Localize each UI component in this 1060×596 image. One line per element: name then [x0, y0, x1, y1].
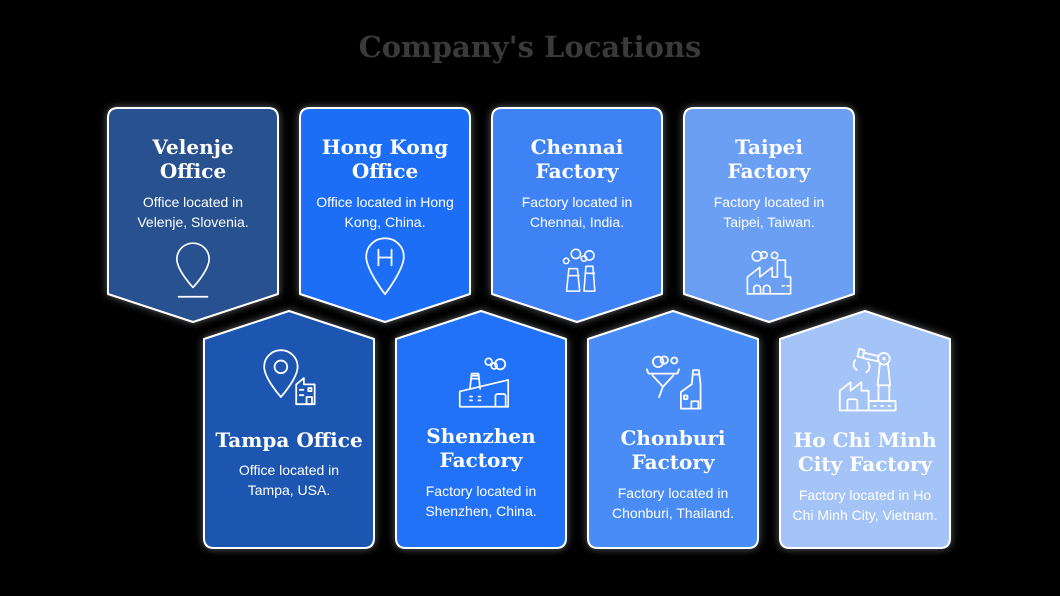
card-title: Chonburi Factory [620, 426, 726, 475]
map-pin-h-icon [347, 233, 423, 308]
card-description: Factory located in Chonburi, Thailand. [612, 484, 734, 521]
card-title: Taipei Factory [727, 135, 811, 184]
card-description: Office located in Tampa, USA. [238, 462, 340, 499]
card-velenje-office: Velenje Office Office located in Velenje… [107, 107, 279, 323]
card-description: Factory located in Taipei, Taiwan. [713, 193, 825, 230]
banner-down-shape [683, 107, 855, 323]
card-description: Office located in Velenje, Slovenia. [137, 193, 249, 230]
card-taipei-factory: Taipei Factory Factory located in Taipei… [683, 107, 855, 323]
factory-chimneys-icon [540, 233, 614, 300]
map-pin-icon [154, 233, 232, 306]
card-shenzhen-factory: Shenzhen Factory Factory located in Shen… [395, 310, 567, 549]
map-pin-building-icon [241, 343, 337, 420]
page-title: Company's Locations [358, 30, 702, 64]
card-title: Ho Chi Minh City Factory [793, 428, 937, 477]
card-title: Hong Kong Office [321, 135, 449, 184]
card-hong-kong-office: Hong Kong Office Office located in Hong … [299, 107, 471, 323]
factory-slant-icon [434, 343, 528, 416]
banner-down-shape [299, 107, 471, 323]
banner-down-shape [491, 107, 663, 323]
card-title: Shenzhen Factory [426, 424, 536, 473]
banner-down-shape [107, 107, 279, 323]
banner-up-shape [395, 310, 567, 549]
factory-sawtooth-icon [729, 233, 809, 302]
card-tampa-office: Tampa Office Office located in Tampa, US… [203, 310, 375, 549]
card-description: Factory located in Ho Chi Minh City, Vie… [792, 486, 938, 523]
card-title: Velenje Office [152, 135, 234, 184]
robot-arm-factory-icon [818, 343, 912, 420]
card-title: Chennai Factory [530, 135, 624, 184]
card-description: Factory located in Chennai, India. [521, 193, 633, 230]
banner-up-shape [587, 310, 759, 549]
card-description: Factory located in Shenzhen, China. [425, 482, 537, 519]
funnel-factory-icon [626, 343, 720, 418]
card-chennai-factory: Chennai Factory Factory located in Chenn… [491, 107, 663, 323]
card-description: Office located in Hong Kong, China. [316, 193, 454, 230]
card-ho-chi-minh-city-factory: Ho Chi Minh City Factory Factory located… [779, 310, 951, 549]
banner-up-shape [779, 310, 951, 549]
card-chonburi-factory: Chonburi Factory Factory located in Chon… [587, 310, 759, 549]
card-title: Tampa Office [215, 428, 363, 452]
banner-up-shape [203, 310, 375, 549]
